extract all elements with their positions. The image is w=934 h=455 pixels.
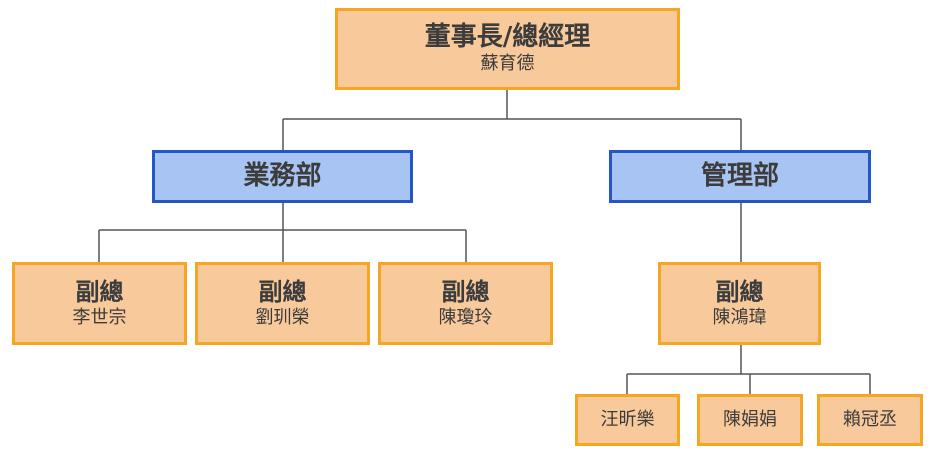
vp-name: 陳瓊玲 [438, 306, 493, 328]
vp-name: 李世宗 [72, 306, 127, 328]
staff-box: 陳娟娟 [697, 394, 803, 446]
vp-title: 副總 [258, 277, 307, 306]
connector-admin-staff [626, 345, 871, 394]
staff-name: 賴冠丞 [843, 409, 897, 431]
department-title: 管理部 [700, 160, 779, 191]
chairman-name: 蘇育德 [480, 53, 535, 75]
vp-box: 副總 陳瓊玲 [378, 262, 553, 345]
staff-box: 汪昕樂 [575, 394, 680, 446]
staff-name: 陳娟娟 [723, 409, 777, 431]
connector-sales-vps [98, 203, 467, 262]
vp-box: 副總 李世宗 [12, 262, 187, 345]
vp-title: 副總 [441, 277, 490, 306]
vp-title: 副總 [75, 277, 124, 306]
department-box-admin: 管理部 [609, 150, 871, 203]
vp-name: 劉玔榮 [255, 306, 310, 328]
chairman-box: 董事長/總經理 蘇育德 [335, 8, 680, 90]
staff-name: 汪昕樂 [600, 409, 655, 431]
vp-name: 陳鴻瑋 [712, 306, 767, 328]
vp-box: 副總 劉玔榮 [195, 262, 370, 345]
department-box-sales: 業務部 [152, 150, 413, 203]
department-title: 業務部 [243, 160, 322, 191]
chairman-title: 董事長/總經理 [424, 22, 591, 53]
vp-box: 副總 陳鴻瑋 [658, 262, 821, 345]
staff-box: 賴冠丞 [817, 394, 923, 446]
vp-title: 副總 [715, 277, 764, 306]
connector-chairman-departments [282, 90, 742, 150]
